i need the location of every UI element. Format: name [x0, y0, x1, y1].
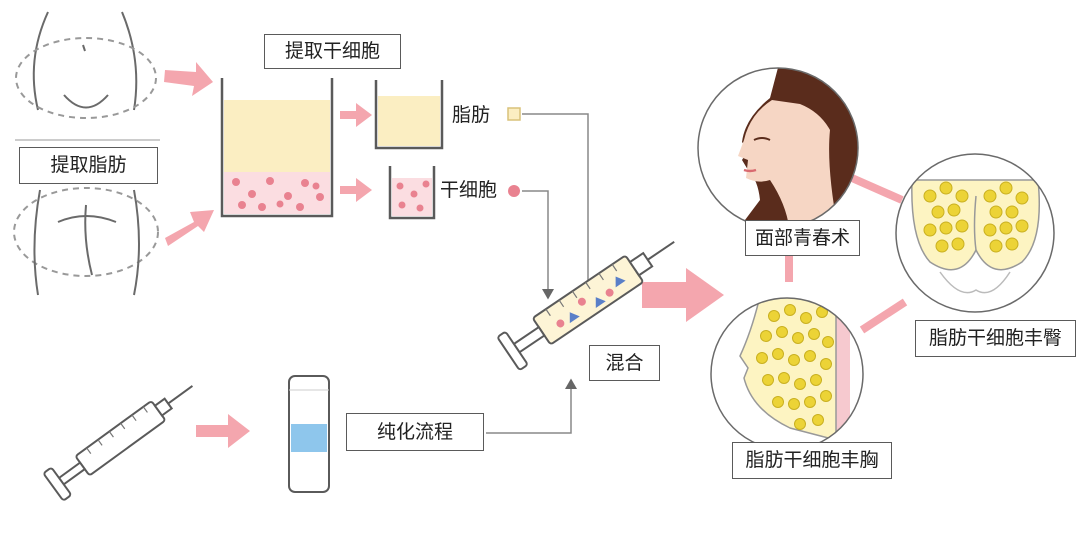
fat-marker — [507, 107, 521, 121]
stem-cell-tube — [388, 166, 436, 220]
mixing-label: 混合 — [589, 345, 660, 381]
connector-lines — [486, 113, 594, 434]
arrow-abdomen-to-beaker — [164, 62, 213, 96]
arrow-to-fat-tube — [340, 103, 372, 127]
extract-stem-cells-label: 提取干细胞 — [264, 34, 401, 69]
arrow-back-to-beaker — [165, 210, 214, 246]
arrow-mix-to-results — [642, 268, 724, 322]
purification-tube — [288, 375, 330, 493]
flow-arrows — [164, 62, 724, 448]
facial-rejuvenation-label: 面部青春术 — [745, 220, 860, 256]
result-connectors — [785, 174, 908, 334]
buttock-icon — [895, 153, 1055, 313]
arrow-syringe-to-tube — [196, 414, 250, 448]
fat-tube — [374, 80, 444, 150]
injection-syringe-icon — [43, 385, 194, 501]
stem-cells-label: 干细胞 — [440, 179, 498, 201]
stem-cell-marker — [508, 185, 520, 197]
woman-face-icon — [697, 67, 859, 229]
buttock-augmentation-label: 脂肪干细胞丰臀 — [915, 320, 1076, 357]
back-outline-icon — [13, 187, 159, 296]
separation-beaker — [220, 78, 334, 218]
abdomen-outline-icon — [15, 11, 157, 119]
arrow-to-cell-tube — [340, 178, 372, 202]
extract-fat-label: 提取脂肪 — [19, 147, 158, 184]
breast-icon — [710, 297, 864, 451]
fat-label: 脂肪 — [452, 104, 491, 126]
breast-augmentation-label: 脂肪干细胞丰胸 — [732, 442, 892, 479]
mixing-syringe-icon — [497, 241, 675, 371]
purification-label: 纯化流程 — [346, 413, 484, 451]
